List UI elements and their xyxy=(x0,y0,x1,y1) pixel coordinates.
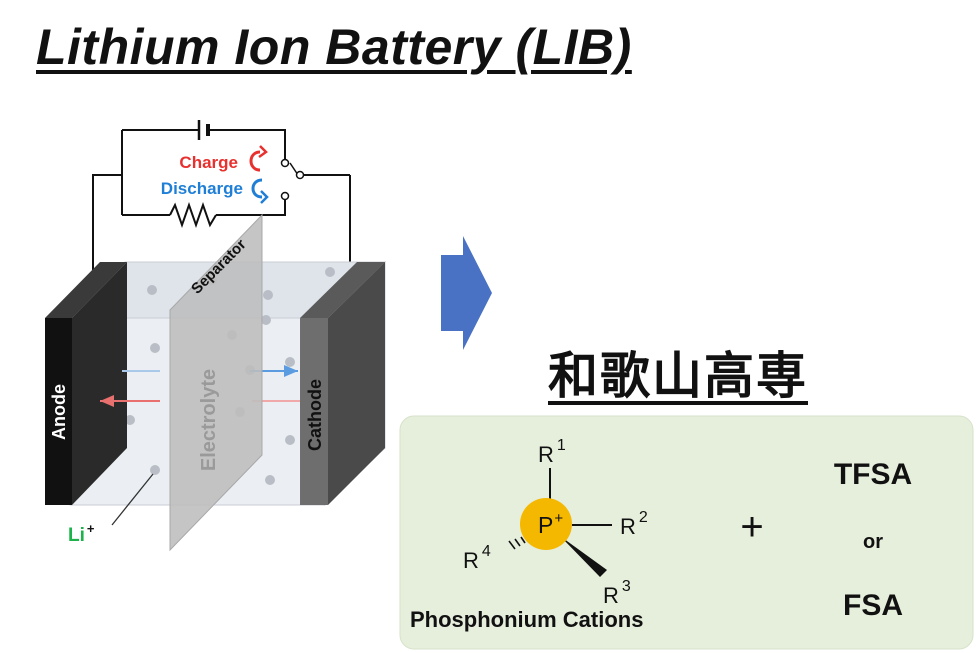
discharge-label: Discharge xyxy=(161,179,243,198)
plus-sign: + xyxy=(740,505,763,549)
anode-wire xyxy=(92,174,122,270)
compound-panel xyxy=(399,415,974,650)
cathode xyxy=(300,262,385,505)
top-wire-right xyxy=(208,129,286,160)
charge-arrow-icon xyxy=(249,150,261,172)
anion-tfsa: TFSA xyxy=(834,458,912,491)
phosphorus-highlight xyxy=(520,498,572,550)
anion-or: or xyxy=(863,531,883,553)
bottom-wire-right xyxy=(216,198,286,216)
anion-fsa: FSA xyxy=(843,589,903,622)
anode xyxy=(45,262,127,505)
resistor xyxy=(169,201,217,229)
school-name: 和歌山高専 xyxy=(548,347,808,405)
separator xyxy=(169,213,263,552)
cathode-label: Cathode xyxy=(305,379,325,451)
circuit xyxy=(92,120,351,270)
phosphonium-structure xyxy=(508,468,612,577)
charge-arrowhead-icon xyxy=(258,145,268,159)
li-pointer-line xyxy=(111,473,154,526)
phosphorus-label: P+ xyxy=(538,510,563,538)
right-arrow-icon xyxy=(441,236,492,350)
page-title: Lithium Ion Battery (LIB) xyxy=(36,19,632,75)
li-label: Li+ xyxy=(68,521,95,546)
wedge-bond-r3 xyxy=(560,536,607,577)
electrolyte-label: Electrolyte xyxy=(198,369,220,471)
anode-label: Anode xyxy=(49,384,69,440)
cation-caption: Phosphonium Cations xyxy=(410,607,643,632)
discharge-arrow-icon xyxy=(251,178,263,199)
discharge-arrowhead-icon xyxy=(260,190,269,204)
charge-label: Charge xyxy=(179,153,238,172)
switch-contact-charge xyxy=(280,158,290,168)
switch-contact-discharge xyxy=(280,191,290,201)
switch-pivot xyxy=(295,170,305,180)
